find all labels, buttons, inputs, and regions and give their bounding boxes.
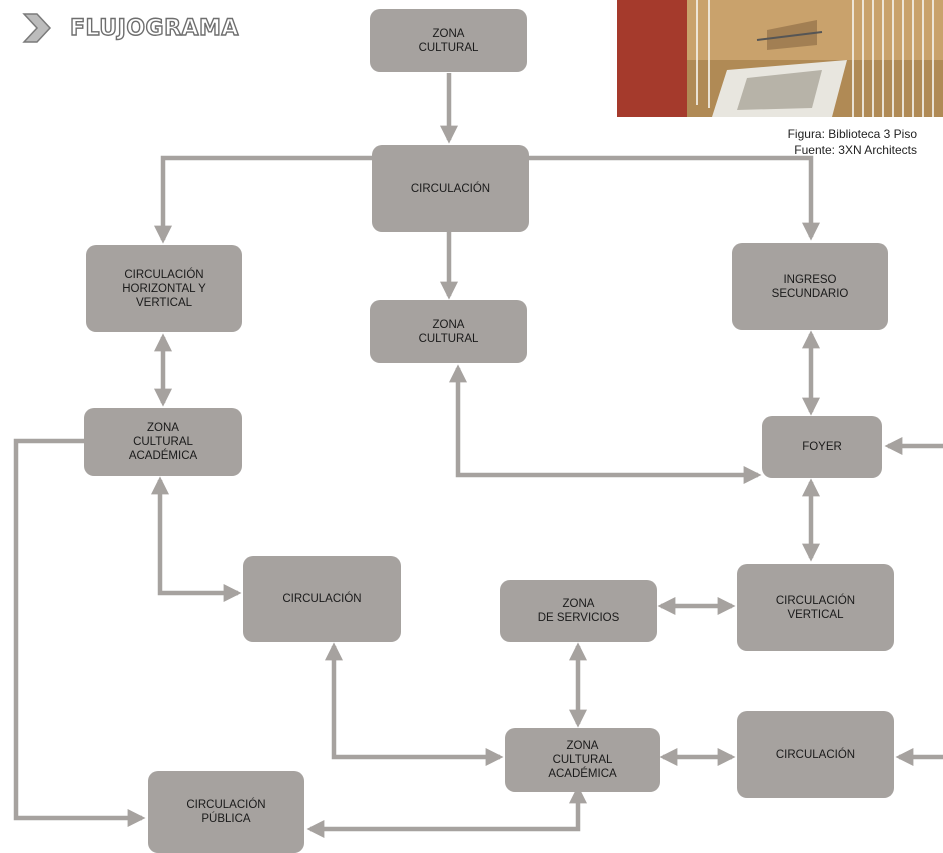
node-zona-servicios: ZONA DE SERVICIOS — [500, 580, 657, 642]
connector-foyer-zona-cultural — [449, 364, 762, 484]
node-circulacion-main: CIRCULACIÓN — [372, 145, 529, 232]
connector-circ-publica-zca-bottom — [306, 785, 587, 838]
node-zona-cultural-mid: ZONA CULTURAL — [370, 300, 527, 363]
node-circulacion-horizontal-vertical: CIRCULACIÓN HORIZONTAL Y VERTICAL — [86, 245, 242, 332]
page-title: FLUJOGRAMA — [69, 15, 239, 41]
chevron-right-icon — [22, 13, 52, 43]
node-circulacion-left: CIRCULACIÓN — [243, 556, 401, 642]
node-zona-cultural-top: ZONA CULTURAL — [370, 9, 527, 72]
node-circulacion-vertical: CIRCULACIÓN VERTICAL — [737, 564, 894, 651]
node-ingreso-secundario: INGRESO SECUNDARIO — [732, 243, 888, 330]
header: FLUJOGRAMA — [22, 12, 239, 44]
node-circulacion-right: CIRCULACIÓN — [737, 711, 894, 798]
connector-zca-left-circ-publica — [13, 438, 146, 827]
node-circulacion-publica: CIRCULACIÓN PÚBLICA — [148, 771, 304, 853]
node-foyer: FOYER — [762, 416, 882, 478]
figure-caption-source: Fuente: 3XN Architects — [794, 143, 917, 157]
figure-caption-title: Figura: Biblioteca 3 Piso — [787, 127, 917, 141]
building-photo — [617, 0, 943, 117]
connector-circulacion-to-circ-horizontal — [154, 155, 372, 244]
node-zona-cultural-academica-bottom: ZONA CULTURAL ACADÉMICA — [505, 728, 660, 792]
connector-circulacion-to-ingreso — [529, 155, 820, 241]
connector-circulacion-left-zca-bottom — [325, 642, 504, 766]
node-zona-cultural-academica-left: ZONA CULTURAL ACADÉMICA — [84, 408, 242, 476]
figure-caption: Figura: Biblioteca 3 Piso Fuente: 3XN Ar… — [788, 126, 917, 158]
connector-zca-left-circulacion-left — [151, 476, 242, 602]
